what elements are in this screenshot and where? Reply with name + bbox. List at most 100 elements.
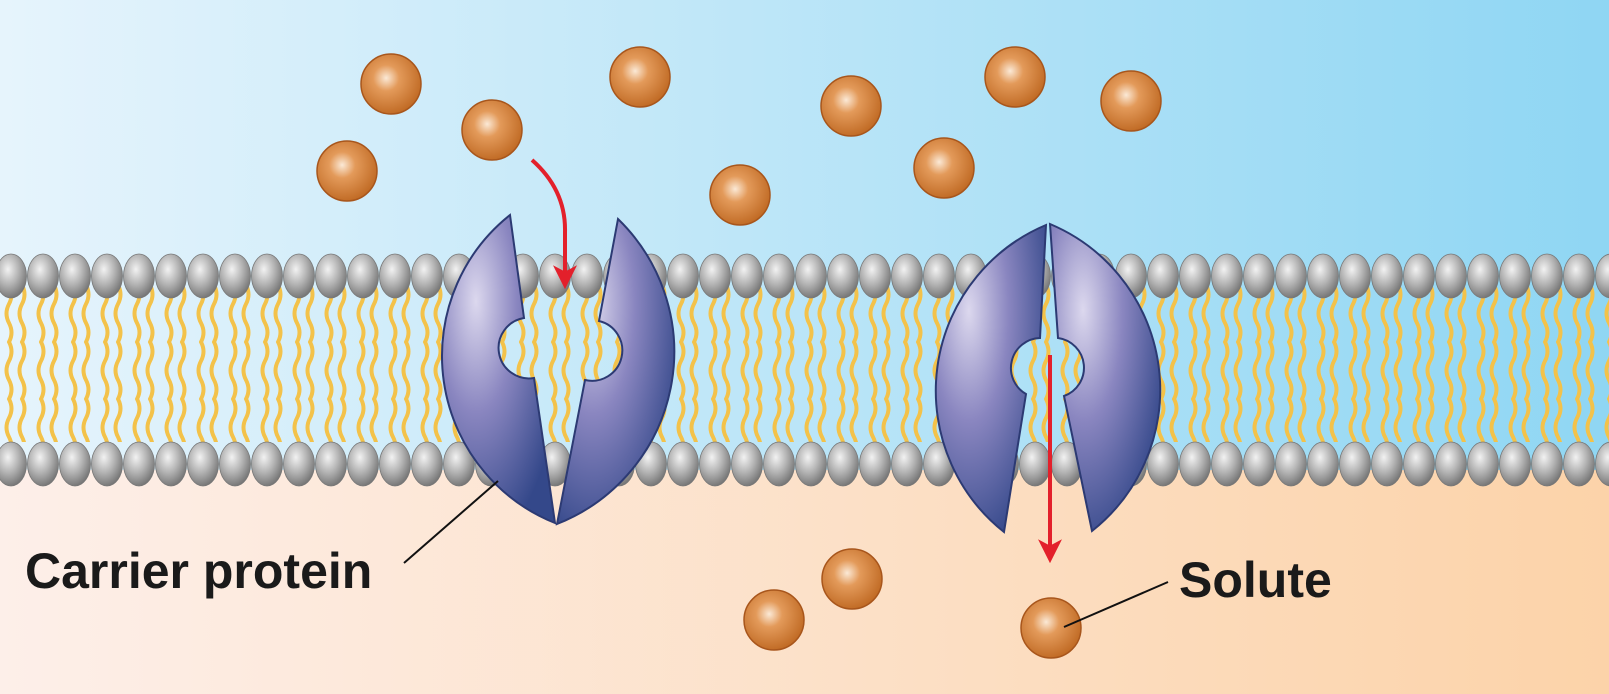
solute-particles [316, 46, 1162, 659]
phospholipid-head [443, 441, 475, 487]
phospholipid-head [1371, 441, 1403, 487]
phospholipid-head [795, 441, 827, 487]
phospholipid-head [731, 253, 763, 299]
phospholipid-head [1595, 441, 1609, 487]
carrier-protein-right-half [1048, 222, 1162, 533]
phospholipid-head [347, 253, 379, 299]
phospholipid-head [1435, 441, 1467, 487]
phospholipid-head [1467, 253, 1499, 299]
phospholipid-head [27, 441, 59, 487]
phospholipid-head [1531, 253, 1563, 299]
carrier-protein-leader-line [403, 480, 499, 564]
phospholipid-head [123, 441, 155, 487]
solute-particle [913, 137, 975, 199]
solute-particle [743, 589, 805, 651]
phospholipid-head [155, 253, 187, 299]
phospholipid-head [1275, 253, 1307, 299]
phospholipid-head [1499, 441, 1531, 487]
phospholipid-head [0, 441, 27, 487]
phospholipid-head [27, 253, 59, 299]
phospholipid-head [1339, 441, 1371, 487]
carrier-protein-left-half [934, 223, 1048, 534]
phospholipid-head [283, 253, 315, 299]
carrier-protein-left-half [441, 213, 557, 525]
phospholipid-head [411, 441, 443, 487]
phospholipid-head [827, 441, 859, 487]
solute-particle [984, 46, 1046, 108]
solute-particle [709, 164, 771, 226]
carrier-protein-right-half [555, 216, 676, 526]
carrier-protein-label: Carrier protein [25, 543, 373, 599]
phospholipid-head [667, 441, 699, 487]
phospholipid-head [59, 253, 91, 299]
phospholipid-head [1403, 253, 1435, 299]
phospholipid-head [1563, 441, 1595, 487]
solute-particle [461, 99, 523, 161]
phospholipid-head [283, 441, 315, 487]
phospholipid-head [1531, 441, 1563, 487]
phospholipid-head [891, 441, 923, 487]
solute-particle [1100, 70, 1162, 132]
solute-particle [1020, 597, 1082, 659]
phospholipid-head [859, 253, 891, 299]
solute-particle [316, 140, 378, 202]
solute-particle [360, 53, 422, 115]
phospholipid-head [315, 253, 347, 299]
carrier-protein-open-outside [441, 213, 676, 526]
phospholipid-head [699, 253, 731, 299]
phospholipid-head [91, 441, 123, 487]
lipid-tails-lower [0, 364, 1609, 442]
phospholipid-head [1211, 253, 1243, 299]
phospholipid-head [1275, 441, 1307, 487]
phospholipid-head [1563, 253, 1595, 299]
phospholipid-head [155, 441, 187, 487]
phospholipid-head [1211, 441, 1243, 487]
phospholipid-head [251, 253, 283, 299]
phospholipid-head [1179, 441, 1211, 487]
solute-label: Solute [1179, 552, 1332, 608]
phospholipid-head [923, 253, 955, 299]
phospholipid-head [1595, 253, 1609, 299]
phospholipid-head [763, 441, 795, 487]
lipid-tails-upper [0, 286, 1609, 364]
solute-entry-arrow [530, 158, 577, 290]
solute-particle [821, 548, 883, 610]
phospholipid-head [1243, 441, 1275, 487]
phospholipid-head [1243, 253, 1275, 299]
phospholipid-head [187, 253, 219, 299]
phospholipid-head [1019, 441, 1051, 487]
solute-leader-line [1063, 581, 1169, 628]
phospholipid-head [667, 253, 699, 299]
lipid-bilayer [0, 253, 1609, 487]
phospholipid-head [1307, 441, 1339, 487]
phospholipid-head [571, 253, 603, 299]
phospholipid-head [827, 253, 859, 299]
solute-particle [820, 75, 882, 137]
phospholipid-head [1339, 253, 1371, 299]
phospholipid-head [699, 441, 731, 487]
phospholipid-head [219, 441, 251, 487]
phospholipid-head [1179, 253, 1211, 299]
phospholipid-head [379, 441, 411, 487]
carrier-protein-open-inside [934, 222, 1162, 534]
solute-particle [609, 46, 671, 108]
phospholipid-head [347, 441, 379, 487]
cytoplasm-region [0, 470, 1609, 694]
phospholipid-head [59, 441, 91, 487]
phospholipid-head [891, 253, 923, 299]
phospholipid-head [731, 441, 763, 487]
phospholipid-head [379, 253, 411, 299]
phospholipid-head [1435, 253, 1467, 299]
phospholipid-head [1147, 441, 1179, 487]
phospholipid-head [1147, 253, 1179, 299]
phospholipid-head [1499, 253, 1531, 299]
phospholipid-head [219, 253, 251, 299]
phospholipid-head [795, 253, 827, 299]
phospholipid-head [1467, 441, 1499, 487]
phospholipid-head [1307, 253, 1339, 299]
phospholipid-head [1403, 441, 1435, 487]
phospholipid-head [1371, 253, 1403, 299]
phospholipid-head [763, 253, 795, 299]
phospholipid-head [411, 253, 443, 299]
